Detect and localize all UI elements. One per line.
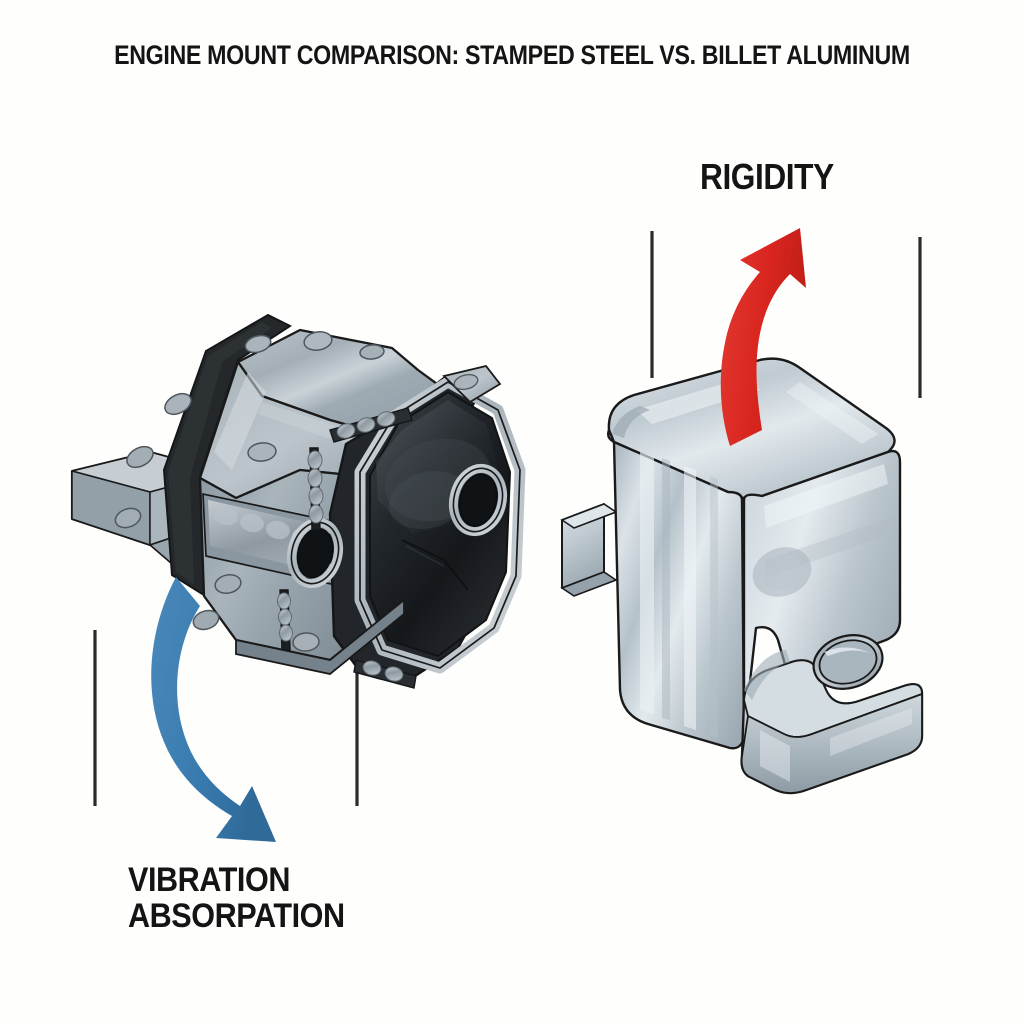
vibration-absorption-callout-label: VIBRATION ABSORPATION <box>128 862 345 934</box>
vibration-arrow-blue <box>151 577 276 842</box>
aluminum-bolt-tab <box>740 634 924 795</box>
housing-weld-beads <box>277 447 324 651</box>
bracket-lines <box>93 231 922 806</box>
bolt-hole <box>812 634 884 690</box>
housing-top-weld-beads <box>329 407 413 443</box>
bushing-void-lower <box>286 517 344 589</box>
vibration-callout-line-2: ABSORPATION <box>128 897 345 936</box>
stamped-steel-mount-figure <box>70 313 526 689</box>
aluminum-right-face <box>742 449 902 738</box>
steel-rear-rubber-collar <box>162 313 293 597</box>
vibration-callout-line-1: VIBRATION <box>128 861 290 899</box>
aluminum-rear-tab <box>560 503 618 597</box>
housing-bottom-weld-beads <box>353 659 417 689</box>
bushing-void-upper <box>448 463 508 537</box>
billet-aluminum-mount-figure <box>560 357 924 795</box>
page-title: ENGINE MOUNT COMPARISON: STAMPED STEEL V… <box>114 40 910 70</box>
rigidity-callout-label: RIGIDITY <box>700 156 834 197</box>
steel-rubber-bushing-housing <box>277 364 526 689</box>
rigidity-arrow-red <box>720 228 806 446</box>
